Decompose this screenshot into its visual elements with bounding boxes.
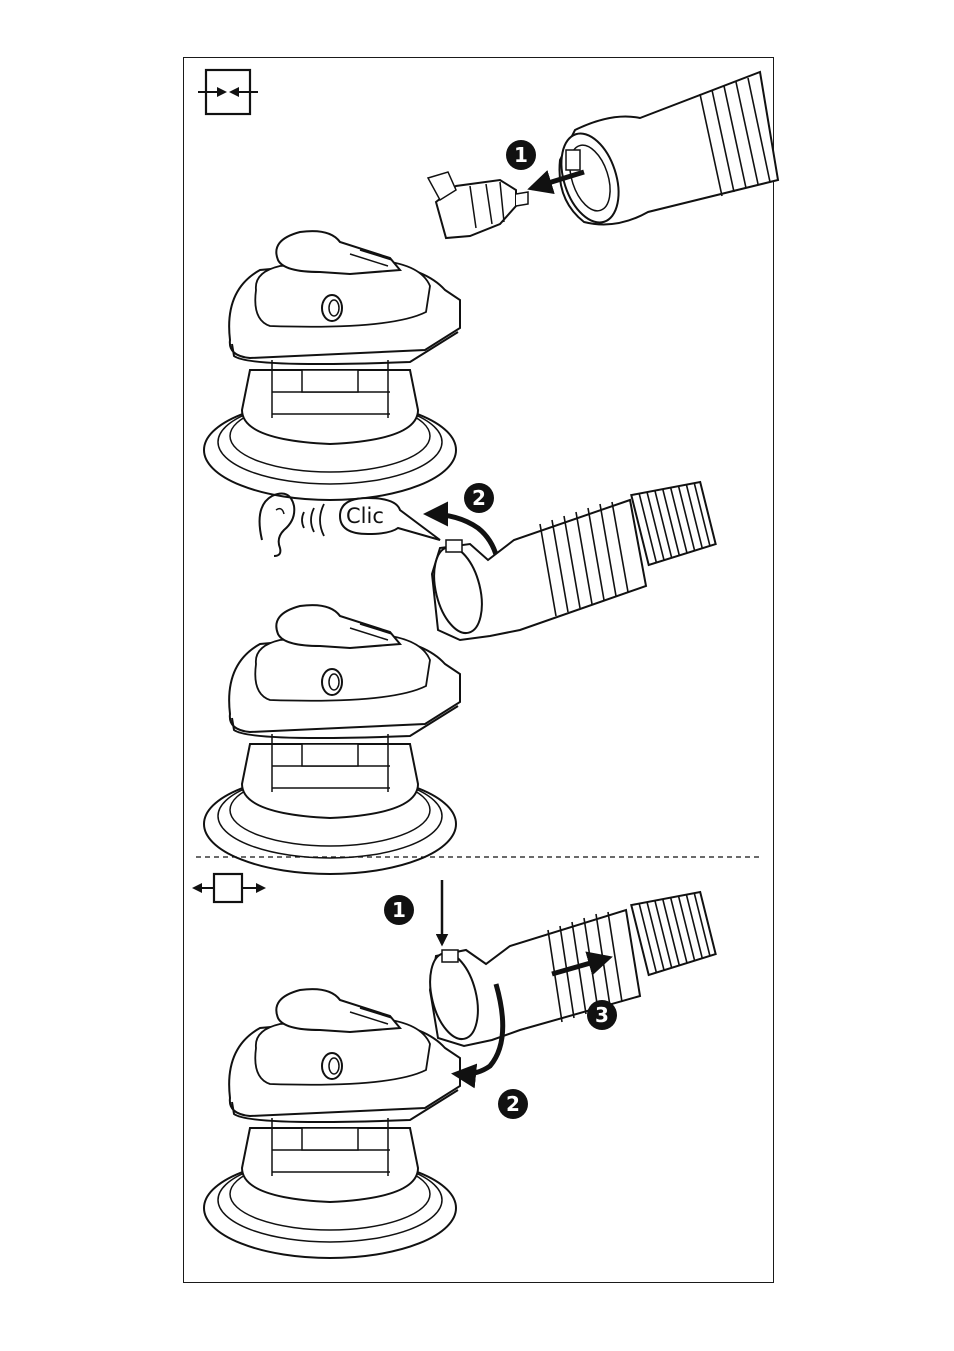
connect-symbol-icon xyxy=(198,70,258,114)
svg-text:2: 2 xyxy=(506,1092,520,1116)
svg-text:2: 2 xyxy=(472,486,486,510)
step-2-release-badge: 2 xyxy=(498,1089,528,1119)
step-1-release-badge: 1 xyxy=(384,895,414,925)
svg-text:1: 1 xyxy=(392,898,406,922)
hose-1 xyxy=(551,72,778,230)
svg-text:1: 1 xyxy=(514,143,528,167)
sander-3 xyxy=(204,989,460,1258)
sander-1-nozzle xyxy=(428,172,528,238)
step-2-badge: 2 xyxy=(464,483,494,513)
step-3-release-badge: 3 xyxy=(587,1000,617,1030)
clic-bubble: Clic xyxy=(340,498,440,540)
ear-icon xyxy=(260,494,295,556)
disconnect-symbol-icon xyxy=(194,874,264,902)
svg-text:3: 3 xyxy=(595,1003,609,1027)
svg-text:Clic: Clic xyxy=(346,504,384,528)
step-1-badge: 1 xyxy=(506,140,536,170)
sander-2 xyxy=(204,605,460,874)
sound-waves xyxy=(302,504,324,536)
sander-1 xyxy=(204,231,460,500)
